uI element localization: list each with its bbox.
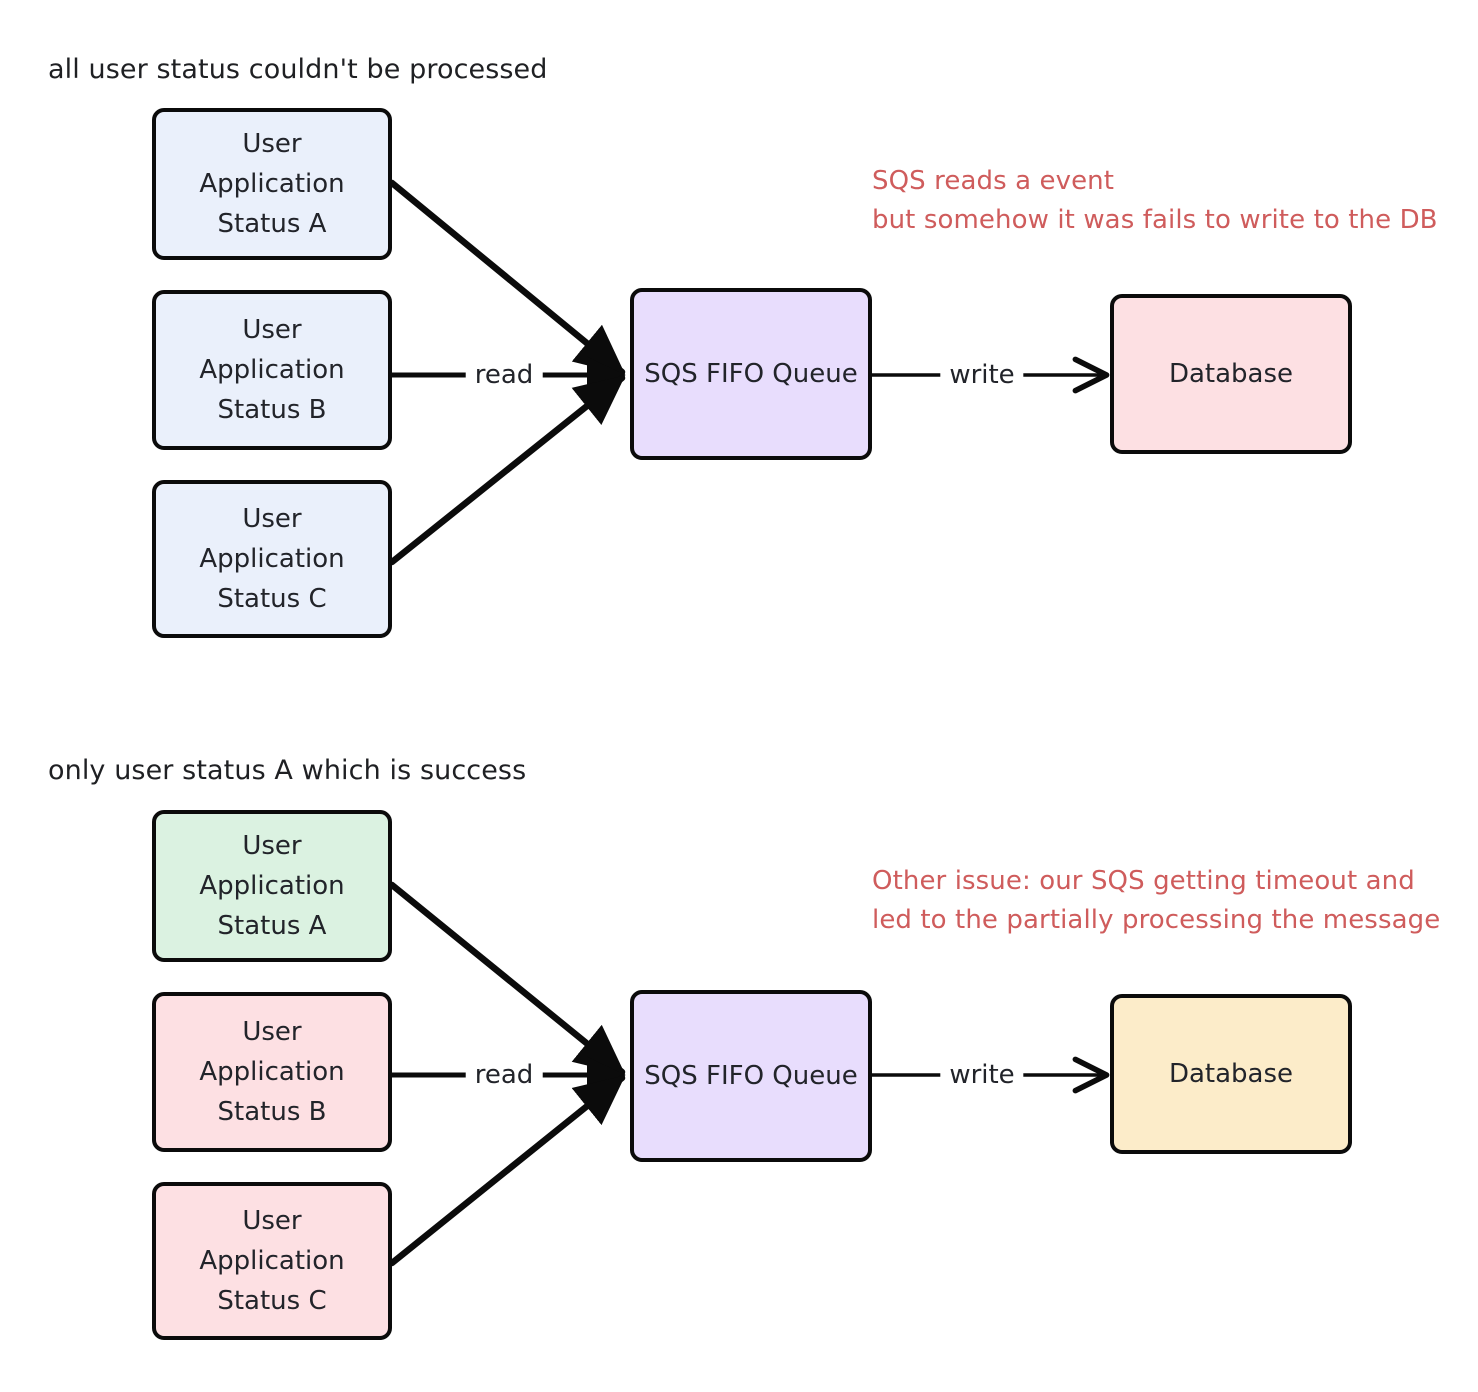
node-label-line-3: Status A	[217, 209, 327, 239]
node-label-line-2: Application	[199, 1246, 345, 1276]
annotation-line-2: but somehow it was fails to write to the…	[872, 205, 1438, 235]
node-user-application-status-a[interactable]: User Application Status A	[152, 108, 392, 260]
node-user-application-status-a[interactable]: User Application Status A	[152, 810, 392, 962]
node-database[interactable]: Database	[1110, 994, 1352, 1154]
node-user-application-status-c[interactable]: User Application Status C	[152, 1182, 392, 1340]
annotation-line-2: led to the partially processing the mess…	[872, 905, 1441, 935]
node-database[interactable]: Database	[1110, 294, 1352, 454]
node-user-application-status-b[interactable]: User Application Status B	[152, 290, 392, 450]
section-1-caption: all user status couldn't be processed	[48, 54, 548, 85]
node-label-line-2: Application	[199, 871, 345, 901]
node-label-line-2: Application	[199, 355, 345, 385]
node-label-line-1: Database	[1168, 359, 1294, 389]
edge-label-write: write	[940, 360, 1024, 390]
section-1-edges	[388, 179, 1110, 566]
edge-user-c-to-queue	[388, 1074, 626, 1267]
node-label-line-1: SQS FIFO Queue	[644, 359, 858, 389]
node-user-application-status-c[interactable]: User Application Status C	[152, 480, 392, 638]
node-label-line-2: Application	[199, 1057, 345, 1087]
node-label-line-3: Status C	[217, 584, 327, 614]
node-label-line-3: Status C	[217, 1286, 327, 1316]
node-sqs-fifo-queue[interactable]: SQS FIFO Queue	[630, 288, 872, 460]
edge-user-a-to-queue	[388, 179, 626, 376]
node-sqs-fifo-queue[interactable]: SQS FIFO Queue	[630, 990, 872, 1162]
node-label-line-1: User	[242, 129, 302, 159]
node-label-line-3: Status A	[217, 911, 327, 941]
edge-label-read: read	[465, 360, 543, 390]
node-user-application-status-b[interactable]: User Application Status B	[152, 992, 392, 1152]
edge-label-write: write	[940, 1060, 1024, 1090]
node-label-line-2: Application	[199, 169, 345, 199]
edge-user-c-to-queue	[388, 374, 626, 566]
edge-label-read: read	[465, 1060, 543, 1090]
node-label-line-1: Database	[1168, 1059, 1294, 1089]
section-1-annotation: SQS reads a event but somehow it was fai…	[872, 162, 1438, 240]
edge-user-a-to-queue	[388, 881, 626, 1076]
node-label-line-2: Application	[199, 544, 345, 574]
node-label-line-1: User	[242, 831, 302, 861]
section-2-caption: only user status A which is success	[48, 755, 527, 786]
section-2-annotation: Other issue: our SQS getting timeout and…	[872, 862, 1440, 940]
annotation-line-1: SQS reads a event	[872, 166, 1115, 196]
node-label-line-1: SQS FIFO Queue	[644, 1061, 858, 1091]
node-label-line-3: Status B	[217, 395, 327, 425]
node-label-line-3: Status B	[217, 1097, 327, 1127]
node-label-line-1: User	[242, 504, 302, 534]
node-label-line-1: User	[242, 315, 302, 345]
node-label-line-1: User	[242, 1206, 302, 1236]
annotation-line-1: Other issue: our SQS getting timeout and	[872, 866, 1415, 896]
node-label-line-1: User	[242, 1017, 302, 1047]
